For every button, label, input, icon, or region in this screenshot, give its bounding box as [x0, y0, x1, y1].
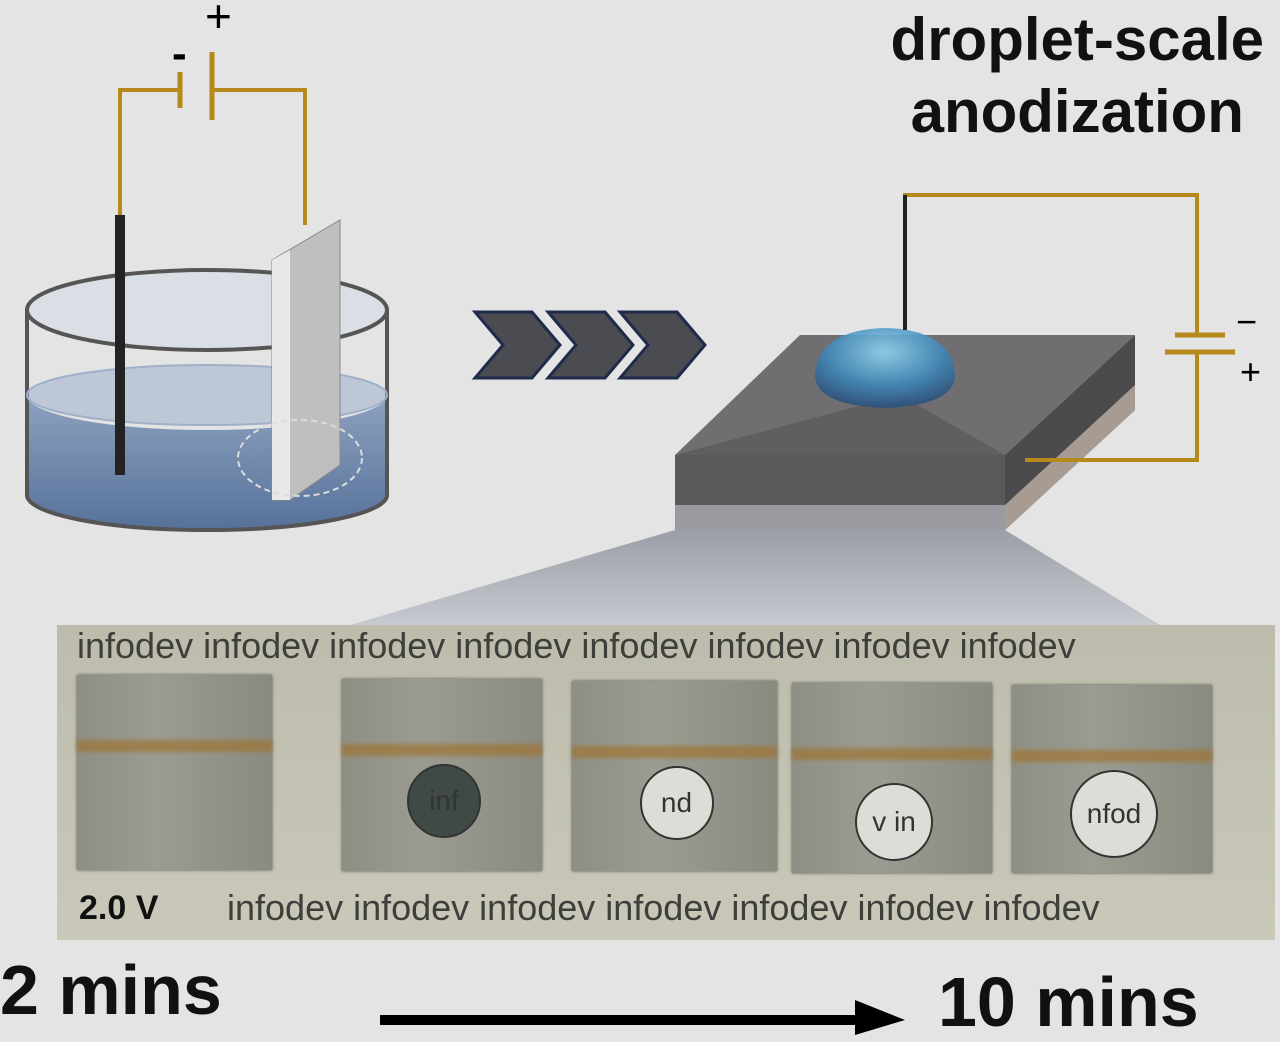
title-line-1: droplet-scale: [890, 6, 1264, 73]
start-time-label: 2 mins: [0, 951, 222, 1029]
positive-sign: +: [1240, 351, 1261, 392]
anodized-sample-slide: v in: [792, 683, 992, 873]
anodized-hole: nd: [639, 766, 714, 840]
tape-band: [792, 748, 992, 760]
droplet: [815, 328, 955, 408]
end-time-label: 10 mins: [938, 963, 1199, 1041]
time-arrow: [380, 1000, 905, 1035]
tape-band: [572, 746, 777, 758]
tape-band: [1012, 750, 1212, 762]
arrow-head-icon: [855, 1000, 905, 1035]
process-arrow-chevrons: [471, 310, 707, 380]
wire: [118, 88, 307, 225]
chevron-icon: [616, 310, 707, 380]
diagram-title: droplet-scale anodization: [891, 4, 1264, 148]
anodized-hole: v in: [855, 783, 933, 861]
bulk-anodization-cell: - +: [25, 0, 389, 532]
zoom-projection: [340, 530, 1165, 628]
substrate-base-front: [675, 505, 1005, 530]
chevron-icon: [471, 310, 562, 380]
substrate-front: [675, 455, 1005, 505]
negative-sign: -: [172, 29, 187, 78]
beaker-wall: [25, 310, 389, 532]
sample-photo: 2.0 V infodev infodev infodev infodev in…: [57, 625, 1275, 940]
droplet-anodization-cell: − +: [675, 193, 1261, 530]
cathode-rod: [115, 215, 125, 475]
anodized-sample-slide: nd: [572, 681, 777, 871]
anodized-sample-slide: nfod: [1012, 685, 1212, 873]
tape-band: [77, 740, 272, 752]
anodized-sample-slide: inf: [342, 679, 542, 871]
title-line-2: anodization: [910, 78, 1244, 145]
substrate-base-side: [1005, 385, 1135, 530]
background-text-row: infodev infodev infodev infodev infodev …: [227, 887, 1100, 928]
negative-sign: −: [1236, 301, 1257, 342]
anodized-hole: nfod: [1070, 770, 1158, 858]
background-text-row: infodev infodev infodev infodev infodev …: [77, 625, 1076, 666]
anodized-hole: inf: [407, 764, 481, 838]
anodized-sample-slide: [77, 675, 272, 870]
substrate-top-shade: [675, 395, 1005, 455]
anode-plate-edge: [272, 250, 290, 500]
voltage-label: 2.0 V: [79, 889, 159, 927]
positive-sign: +: [205, 0, 232, 42]
tape-band: [342, 744, 542, 756]
anodized-region-outline: [237, 419, 363, 497]
chevron-icon: [544, 310, 635, 380]
